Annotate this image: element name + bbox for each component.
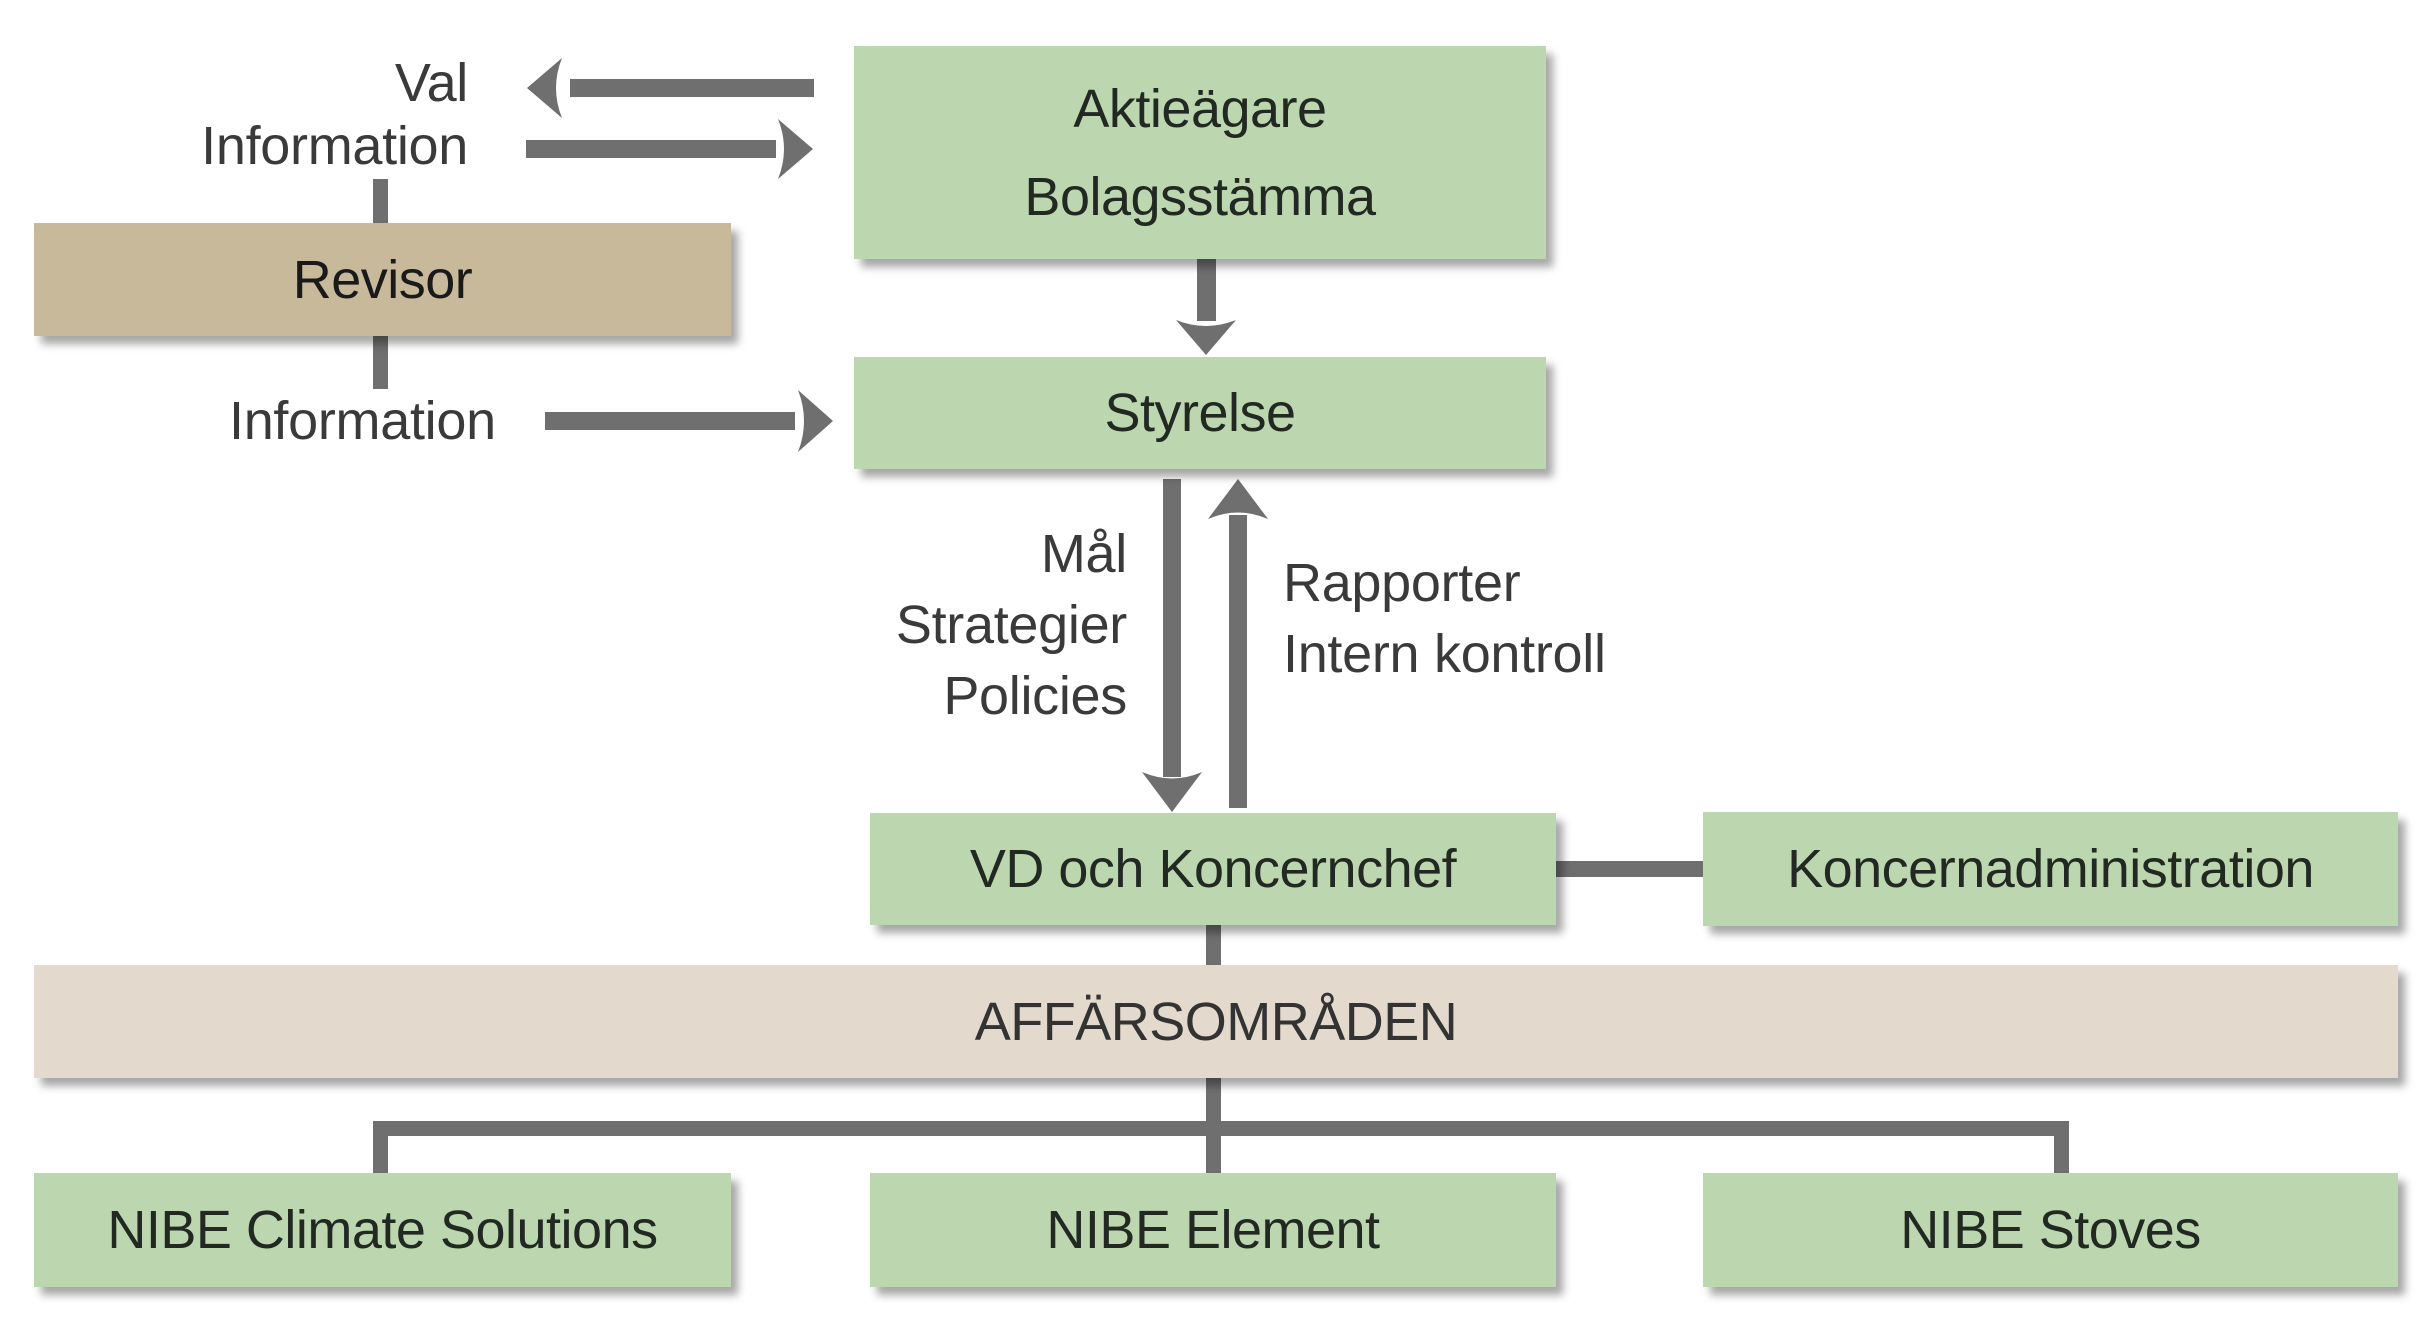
- arrow-shareholders-to-board: [1176, 259, 1236, 355]
- connector-tree-horizontal: [373, 1121, 2069, 1136]
- arrow-ceo-to-board: [1208, 479, 1268, 808]
- node-division-label: NIBE Climate Solutions: [107, 1200, 658, 1260]
- node-business-areas-label: AFFÄRSOMRÅDEN: [974, 991, 1458, 1052]
- edge-label-policies: Policies: [943, 666, 1127, 726]
- edge-label-goals: Mål: [1040, 524, 1127, 584]
- node-division-label: NIBE Element: [1046, 1200, 1380, 1260]
- arrow-information-to-board: [545, 390, 833, 452]
- node-shareholders: Aktieägare Bolagsstämma: [854, 46, 1546, 259]
- node-group-admin-label: Koncernadministration: [1787, 839, 2314, 899]
- node-group-admin: Koncernadministration: [1703, 812, 2398, 926]
- node-board-label: Styrelse: [1104, 383, 1296, 443]
- edge-label-board-to-ceo: Mål Strategier Policies: [896, 519, 1127, 732]
- node-shareholders-line1: Aktieägare: [1073, 78, 1327, 139]
- arrow-board-to-ceo: [1142, 479, 1202, 812]
- node-ceo-label: VD och Koncernchef: [969, 839, 1457, 899]
- node-board: Styrelse: [854, 357, 1546, 469]
- edge-label-val: Val: [394, 53, 468, 113]
- connector-auditor-top: [373, 179, 388, 225]
- connector-ceo-group-admin: [1550, 861, 1706, 877]
- connector-ceo-business-areas: [1206, 923, 1221, 968]
- node-division-climate-solutions: NIBE Climate Solutions: [34, 1173, 731, 1287]
- node-auditor: Revisor: [34, 223, 731, 336]
- edge-label-information-top: Information: [201, 116, 468, 176]
- connector-branch-climate: [373, 1121, 388, 1175]
- node-auditor-label: Revisor: [292, 249, 473, 310]
- edge-label-ceo-to-board: Rapporter Intern kontroll: [1283, 548, 1606, 690]
- node-division-label: NIBE Stoves: [1900, 1200, 2201, 1260]
- edge-label-information-bottom: Information: [229, 391, 496, 451]
- node-ceo: VD och Koncernchef: [870, 813, 1556, 925]
- edge-label-internal-control: Intern kontroll: [1283, 624, 1606, 684]
- edge-label-strategies: Strategier: [895, 595, 1127, 655]
- node-shareholders-line2: Bolagsstämma: [1024, 166, 1376, 227]
- edge-label-reports: Rapporter: [1283, 553, 1521, 613]
- node-business-areas: AFFÄRSOMRÅDEN: [34, 965, 2398, 1078]
- arrow-information-to-shareholders: [526, 119, 813, 179]
- connector-auditor-bottom: [373, 334, 388, 389]
- node-division-element: NIBE Element: [870, 1173, 1556, 1287]
- node-division-stoves: NIBE Stoves: [1703, 1173, 2398, 1287]
- connector-branch-stoves: [2054, 1121, 2069, 1175]
- arrow-val-left: [527, 58, 814, 118]
